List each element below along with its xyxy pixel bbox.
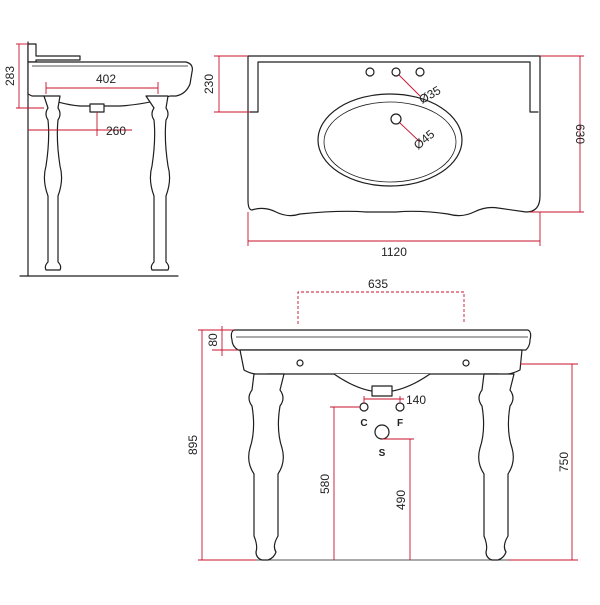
dim-230-label: 230 [202,74,216,94]
front-bolt-right [462,359,470,367]
dim-402-label: 402 [96,72,116,86]
dim-750-label: 750 [557,452,571,472]
front-skirt [239,349,523,376]
top-tap-hole-right [415,67,425,77]
front-left-leg [248,373,285,561]
dim-895-label: 895 [186,435,200,455]
dim-635-label: 635 [368,277,388,291]
top-view: 230 Ø35 Ø45 630 1120 [202,55,587,259]
dim-260-label: 260 [106,124,126,138]
side-back-leg [43,95,63,271]
dim-283-label: 283 [3,66,17,86]
dim-35-leader [398,74,421,97]
dim-630-label: 630 [573,124,587,144]
top-bowl-inner [323,101,457,183]
side-splashback [27,43,81,63]
dim-635-bracket [297,291,465,324]
dim-45-leader [399,122,421,143]
top-drain-hole [390,113,402,125]
cold-label: C [360,418,367,429]
front-right-leg [478,373,515,561]
top-bowl [317,93,463,187]
waste-label: S [379,448,386,459]
side-waste-trap [89,103,105,113]
front-bolt-left [296,359,304,367]
side-front-leg [145,95,171,271]
front-waste-trap [371,385,393,397]
hot-label: F [397,418,403,429]
front-top-slab [230,329,532,351]
top-splashback [249,61,539,113]
dim-140-label: 140 [406,393,426,407]
dim-80-label: 80 [206,333,220,347]
top-tap-hole-center [391,67,401,77]
side-view: 283 402 260 [3,41,193,277]
dim-580-label: 580 [318,474,332,494]
front-view: C F S 635 80 895 750 580 490 140 [186,277,578,561]
front-waste-outlet [374,424,390,440]
front-hot-valve [395,402,405,412]
front-cold-valve [359,402,369,412]
dim-1120-label: 1120 [381,245,407,259]
dim-490-label: 490 [394,490,408,510]
top-tap-hole-left [365,67,375,77]
